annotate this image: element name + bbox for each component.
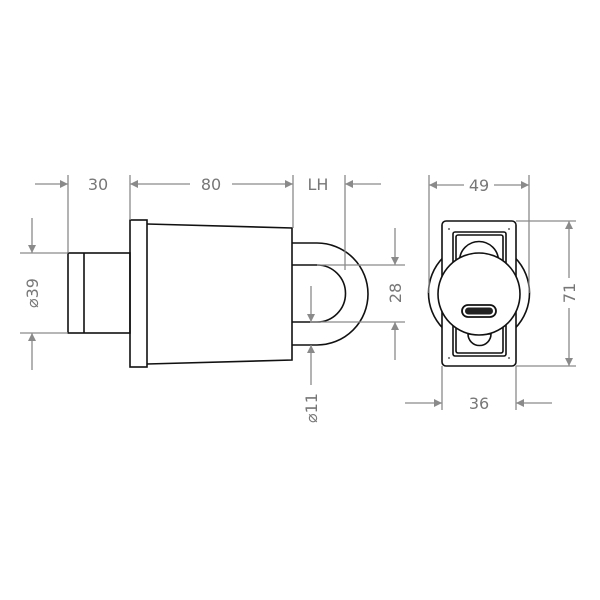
dim-80: 80: [201, 175, 221, 194]
knob: [437, 252, 521, 336]
knob-cylinder: [67, 252, 131, 334]
side-dimensions: 30 80 LH ⌀39 28 ⌀11: [20, 175, 405, 423]
shackle: [292, 242, 369, 346]
evva-logo: [461, 304, 497, 318]
dim-28: 28: [386, 283, 405, 303]
dim-36: 36: [469, 394, 489, 413]
lock-body: [146, 223, 293, 365]
dim-diameter-39: ⌀39: [23, 278, 42, 308]
dim-lh: LH: [308, 175, 329, 194]
dim-diameter-11: ⌀11: [302, 393, 321, 423]
flange: [129, 219, 148, 368]
dim-30: 30: [88, 175, 108, 194]
dim-71: 71: [560, 283, 579, 303]
dim-49: 49: [469, 176, 489, 195]
side-view: [67, 219, 369, 368]
front-dimensions: 49 71 36: [405, 175, 579, 413]
front-view: [427, 220, 531, 367]
